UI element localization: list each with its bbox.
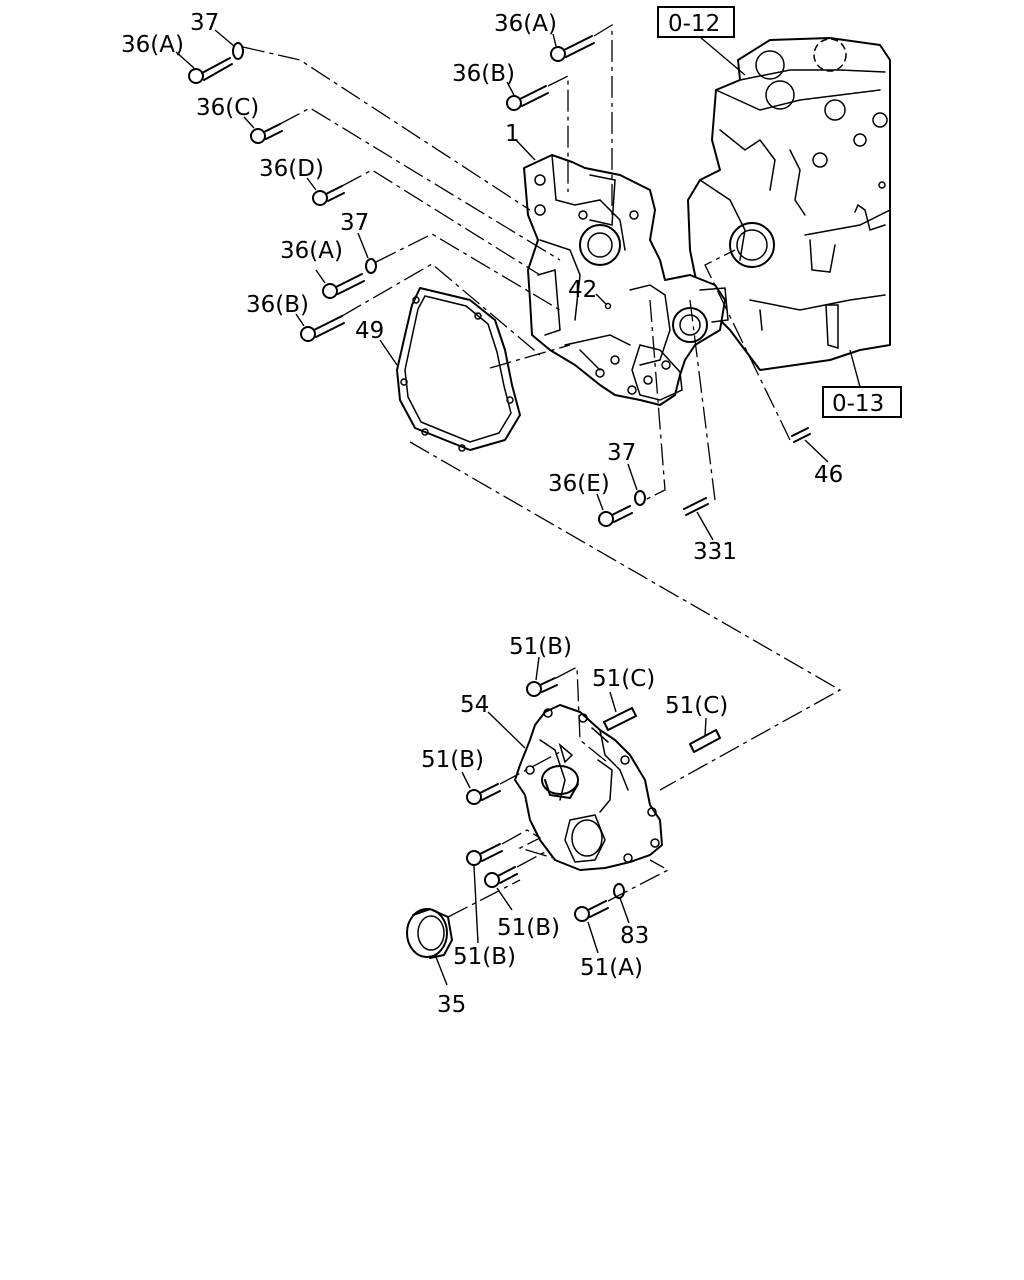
label-51b[interactable]: 51(B) — [497, 915, 560, 941]
oil-seal-icon — [406, 908, 453, 959]
engine-block-icon — [687, 37, 891, 371]
label-331[interactable]: 331 — [693, 539, 737, 565]
ref-label-0-13: 0-13 — [832, 391, 884, 417]
label-51a[interactable]: 51(A) — [580, 955, 643, 981]
label-83[interactable]: 83 — [620, 923, 649, 949]
ref-box-0-12[interactable]: 0-12 — [657, 6, 735, 38]
label-1[interactable]: 1 — [505, 121, 520, 147]
label-36b[interactable]: 36(B) — [452, 61, 515, 87]
label-46[interactable]: 46 — [814, 462, 843, 488]
ref-label-0-12: 0-12 — [668, 11, 720, 37]
label-36e[interactable]: 36(E) — [548, 471, 610, 497]
label-51b[interactable]: 51(B) — [509, 634, 572, 660]
label-51c[interactable]: 51(C) — [665, 693, 728, 719]
leader-line — [849, 349, 861, 388]
bolt-icon — [188, 35, 633, 922]
washer-icon — [232, 42, 646, 899]
rear-cover-icon — [514, 704, 663, 871]
leader-lines — [175, 29, 829, 986]
part-labels: 37 36(A) 36(A) 36(B) 36(C) 1 36(D) 37 36… — [121, 10, 843, 1018]
label-51c[interactable]: 51(C) — [592, 666, 655, 692]
label-49[interactable]: 49 — [355, 318, 384, 344]
label-36a[interactable]: 36(A) — [494, 11, 557, 37]
label-36a[interactable]: 36(A) — [280, 238, 343, 264]
label-37[interactable]: 37 — [607, 440, 636, 466]
label-35[interactable]: 35 — [437, 992, 466, 1018]
label-54[interactable]: 54 — [460, 692, 489, 718]
label-37[interactable]: 37 — [340, 210, 369, 236]
label-42[interactable]: 42 — [568, 277, 597, 303]
label-37[interactable]: 37 — [190, 10, 219, 36]
label-36a[interactable]: 36(A) — [121, 32, 184, 58]
label-51b[interactable]: 51(B) — [421, 747, 484, 773]
gasket-icon — [396, 287, 521, 452]
assembly-lines — [242, 23, 842, 918]
ref-box-0-13[interactable]: 0-13 — [822, 386, 902, 418]
label-36c[interactable]: 36(C) — [196, 95, 259, 121]
leader-line — [699, 36, 746, 76]
stud-icon — [603, 427, 811, 753]
label-51b[interactable]: 51(B) — [453, 944, 516, 970]
timing-case-icon — [523, 154, 729, 406]
label-36b[interactable]: 36(B) — [246, 292, 309, 318]
label-36d[interactable]: 36(D) — [259, 156, 324, 182]
